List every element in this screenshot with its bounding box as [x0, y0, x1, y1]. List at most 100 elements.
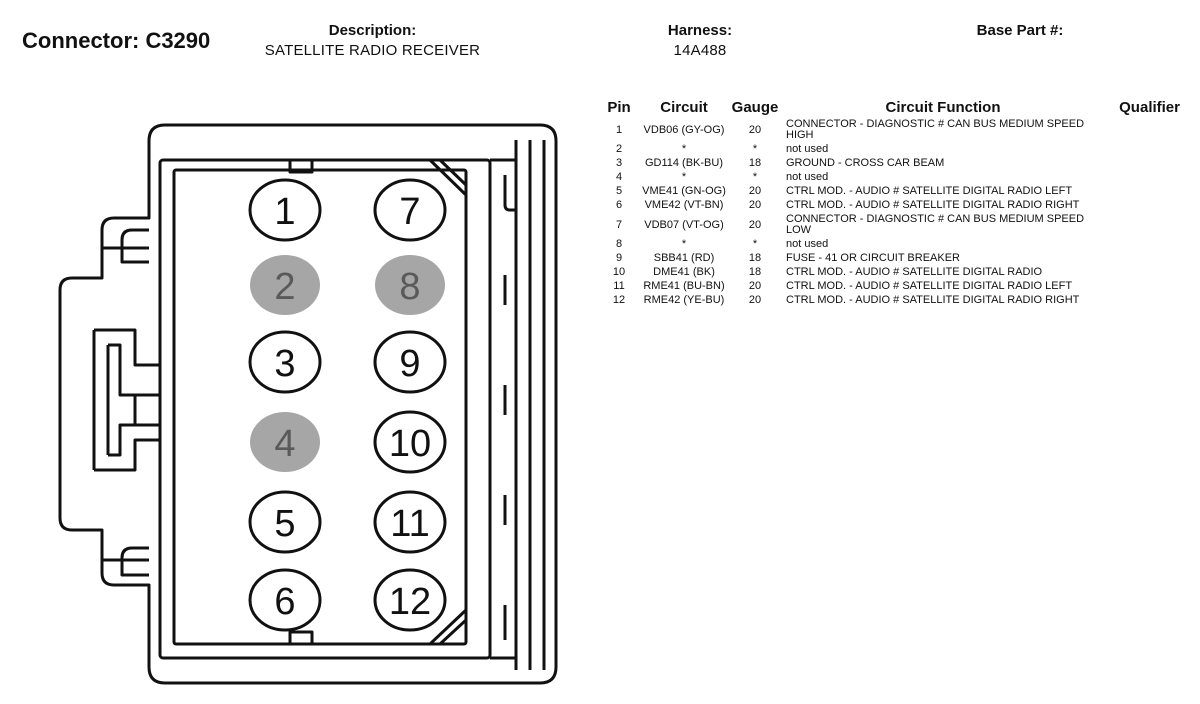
gauge-cell: 18 [748, 157, 762, 169]
pin-cavity-1: 1 [248, 178, 322, 242]
pin-number-label: 3 [274, 343, 295, 385]
connector-housing [58, 123, 558, 685]
pin-number-label: 2 [274, 266, 295, 308]
pin-number-label: 7 [399, 191, 420, 233]
description-value: SATELLITE RADIO RECEIVER [264, 42, 481, 59]
circuit-cell: RME41 (BU-BN) [643, 280, 725, 292]
function-cell: GROUND - CROSS CAR BEAM [786, 157, 945, 169]
pin-circle [373, 568, 447, 632]
pin-cavity-12: 12 [373, 568, 447, 632]
circuit-cell: * [681, 143, 687, 155]
harness-block: Harness: 14A488 [640, 22, 760, 59]
table-row: 4**not used [600, 172, 1180, 186]
qualifier-cell [1106, 295, 1180, 309]
pin-circle [248, 568, 322, 632]
table-row: 8**not used [600, 239, 1180, 253]
pin-cavity-6: 6 [248, 568, 322, 632]
qualifier-cell [1106, 144, 1180, 158]
function-cell: not used [786, 171, 829, 183]
circuit-cell: VDB06 (GY-OG) [643, 123, 725, 136]
pin-circle [250, 412, 320, 472]
circuit-cell: VME41 (GN-OG) [642, 185, 726, 197]
pin-number-cell: 11 [613, 280, 625, 292]
description-block: Description: SATELLITE RADIO RECEIVER [240, 22, 505, 59]
pin-header: Pin [607, 99, 631, 116]
pin-circle [375, 255, 445, 315]
function-header: Circuit Function [885, 99, 1001, 116]
pin-number-cell: 8 [615, 238, 623, 250]
pin-cavity-7: 7 [373, 178, 447, 242]
pin-cavity-11: 11 [373, 490, 447, 554]
circuit-cell: VME42 (VT-BN) [644, 199, 724, 211]
qualifier-cell [1106, 200, 1180, 214]
qualifier-cell [1106, 253, 1180, 267]
circuit-cell: SBB41 (RD) [653, 252, 715, 264]
pin-number-label: 5 [274, 503, 295, 545]
pin-number-cell: 5 [615, 185, 623, 197]
function-cell: CONNECTOR - DIAGNOSTIC # CAN BUS MEDIUM … [786, 213, 1085, 236]
function-cell: CTRL MOD. - AUDIO # SATELLITE DIGITAL RA… [786, 294, 1080, 306]
gauge-cell: 18 [748, 266, 762, 278]
pin-number-label: 12 [389, 581, 431, 623]
connector-title: Connector: C3290 [22, 28, 211, 53]
table-row: 2**not used [600, 144, 1180, 158]
pin-number-cell: 1 [615, 123, 623, 136]
pin-number-label: 6 [274, 581, 295, 623]
pin-number-cell: 10 [612, 266, 626, 278]
pin-circle [248, 178, 322, 242]
table-header-row: Pin Circuit Gauge Circuit Function Quali… [600, 99, 1180, 119]
pin-number-cell: 6 [615, 199, 623, 211]
gauge-cell: * [752, 171, 758, 183]
pin-cavity-8: 8 [375, 255, 445, 315]
pin-number-cell: 9 [615, 252, 623, 264]
gauge-cell: * [752, 143, 758, 155]
circuit-cell: GD114 (BK-BU) [644, 157, 724, 169]
function-cell: FUSE - 41 OR CIRCUIT BREAKER [786, 252, 960, 264]
function-cell: not used [786, 238, 829, 250]
qualifier-cell [1106, 267, 1180, 281]
function-cell: CONNECTOR - DIAGNOSTIC # CAN BUS MEDIUM … [786, 118, 1085, 141]
pin-circle [248, 490, 322, 554]
pin-circle [373, 178, 447, 242]
base-part-label: Base Part #: [976, 22, 1064, 39]
pin-number-label: 8 [399, 266, 420, 308]
table-row: 9 SBB41 (RD) 18 FUSE - 41 OR CIRCUIT BREAKE… [600, 253, 1180, 267]
pin-number-cell: 2 [615, 143, 623, 155]
pin-circle [373, 410, 447, 474]
pin-cavity-10: 10 [373, 410, 447, 474]
qualifier-cell [1106, 214, 1180, 239]
qualifier-cell [1106, 281, 1180, 295]
gauge-cell: 20 [748, 199, 762, 211]
circuit-cell: RME42 (YE-BU) [643, 294, 725, 306]
pin-cavity-3: 3 [248, 330, 322, 394]
table-row: 1 VDB06 (GY-OG) 20 CONNECTOR - DIAGNOSTIC #… [600, 119, 1180, 144]
gauge-cell: 20 [748, 123, 762, 136]
pin-cavity-2: 2 [250, 255, 320, 315]
function-cell: CTRL MOD. - AUDIO # SATELLITE DIGITAL RA… [786, 280, 1073, 292]
qualifier-cell [1106, 119, 1180, 144]
circuit-cell: VDB07 (VT-OG) [644, 218, 724, 231]
description-label: Description: [328, 22, 417, 39]
gauge-cell: 20 [748, 280, 762, 292]
gauge-cell: 20 [748, 294, 762, 306]
pin-circle [250, 255, 320, 315]
pin-number-label: 1 [274, 191, 295, 233]
pin-number-cell: 7 [615, 218, 623, 231]
harness-value: 14A488 [673, 42, 727, 59]
base-part-block: Base Part #: [950, 22, 1090, 42]
gauge-cell: 20 [748, 185, 762, 197]
qualifier-cell [1106, 158, 1180, 172]
gauge-cell: 18 [748, 252, 762, 264]
pin-cavity-5: 5 [248, 490, 322, 554]
pin-circle [248, 330, 322, 394]
gauge-header: Gauge [731, 99, 779, 116]
pin-cavity-4: 4 [250, 412, 320, 472]
circuit-cell: * [681, 238, 687, 250]
qualifier-cell [1106, 186, 1180, 200]
pin-number-label: 9 [399, 343, 420, 385]
